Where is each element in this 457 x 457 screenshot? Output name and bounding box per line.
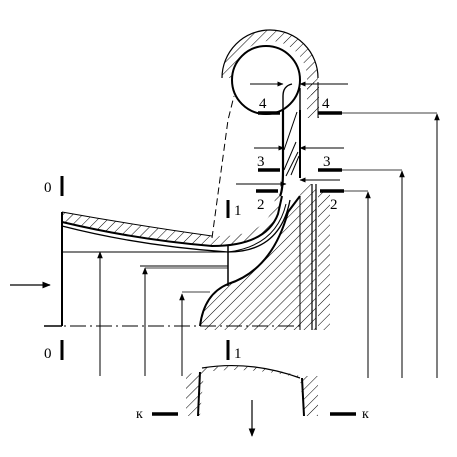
back-casing <box>299 184 330 330</box>
section-2-3-4-markers <box>256 111 344 193</box>
label-section-0-top: 0 <box>44 180 52 196</box>
label-section-0-bottom: 0 <box>44 346 52 362</box>
label-section-4-left: 4 <box>259 96 267 112</box>
label-section-2-left: 2 <box>257 197 265 213</box>
radius-dimensions <box>97 112 440 378</box>
label-section-3-right: 3 <box>323 154 331 170</box>
volute-casing <box>221 29 319 118</box>
label-section-1-top: 1 <box>234 203 242 219</box>
label-section-4-right: 4 <box>322 96 330 112</box>
width-dimensions <box>236 81 348 187</box>
outlet-duct <box>152 364 356 437</box>
label-section-k-right: к <box>362 407 369 422</box>
label-section-1-bottom: 1 <box>234 346 242 362</box>
label-section-3-left: 3 <box>257 154 265 170</box>
label-section-k-left: к <box>136 407 143 422</box>
inlet-shroud <box>61 95 283 326</box>
label-section-2-right: 2 <box>330 197 338 213</box>
